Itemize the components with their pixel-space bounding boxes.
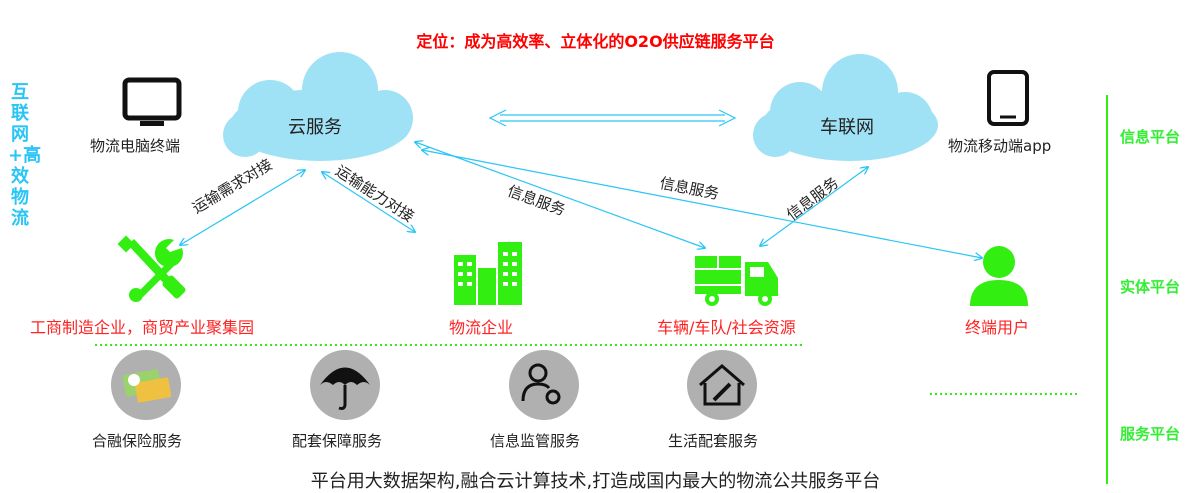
mobile-phone-icon bbox=[987, 70, 1029, 126]
tools-icon bbox=[117, 235, 186, 302]
service-platform-label: 服务平台 bbox=[1120, 425, 1181, 443]
mobile-terminal-label: 物流移动端app bbox=[948, 137, 1052, 155]
logistics-label: 物流企业 bbox=[449, 318, 514, 337]
left-vertical-label: 互联网+高效物流 bbox=[8, 82, 42, 229]
vehicles-label: 车辆/车队/社会资源 bbox=[657, 318, 796, 337]
money-card-icon bbox=[111, 350, 181, 420]
cloud-link-arrow bbox=[488, 109, 737, 127]
monitor-icon bbox=[122, 77, 182, 126]
support-service-label: 配套保障服务 bbox=[292, 432, 383, 450]
monitor-service-label: 信息监管服务 bbox=[490, 432, 581, 450]
iov-label: 车联网 bbox=[820, 117, 874, 138]
arrow-transport-demand bbox=[180, 170, 305, 245]
buildings-icon bbox=[454, 242, 522, 305]
footer-text: 平台用大数据架构,融合云计算技术,打造成国内最大的物流公共服务平台 bbox=[310, 471, 881, 492]
umbrella-icon bbox=[310, 350, 380, 420]
cloud-service-shape bbox=[223, 52, 413, 161]
cloud-service-label: 云服务 bbox=[288, 117, 342, 138]
end-user-label: 终端用户 bbox=[965, 318, 1030, 337]
arrow-iov-to-vehicles bbox=[760, 167, 868, 246]
industry-label: 工商制造企业，商贸产业聚集园 bbox=[30, 318, 255, 337]
info-platform-label: 信息平台 bbox=[1120, 128, 1181, 146]
arrow-transport-capacity bbox=[322, 172, 415, 232]
pc-terminal-label: 物流电脑终端 bbox=[90, 137, 181, 155]
truck-icon bbox=[695, 256, 778, 306]
user-icon bbox=[970, 246, 1028, 306]
house-tools-icon bbox=[687, 350, 757, 420]
arrow-info-to-vehicles bbox=[415, 142, 705, 248]
user-settings-icon bbox=[509, 350, 579, 420]
arrow-info-to-user bbox=[422, 150, 982, 258]
cloud-iov-shape bbox=[753, 54, 938, 161]
page-title: 定位：成为高效率、立体化的O2O供应链服务平台 bbox=[416, 32, 775, 51]
finance-service-label: 合融保险服务 bbox=[92, 432, 183, 450]
life-service-label: 生活配套服务 bbox=[668, 432, 759, 450]
entity-platform-label: 实体平台 bbox=[1120, 278, 1181, 296]
